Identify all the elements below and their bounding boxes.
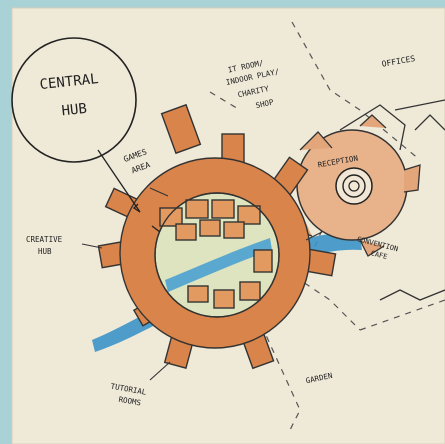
creative-hub-label-1: CREATIVE bbox=[26, 235, 63, 244]
creative-hub-label-2: HUB bbox=[38, 247, 52, 256]
central-hub-label-2: HUB bbox=[61, 101, 88, 120]
